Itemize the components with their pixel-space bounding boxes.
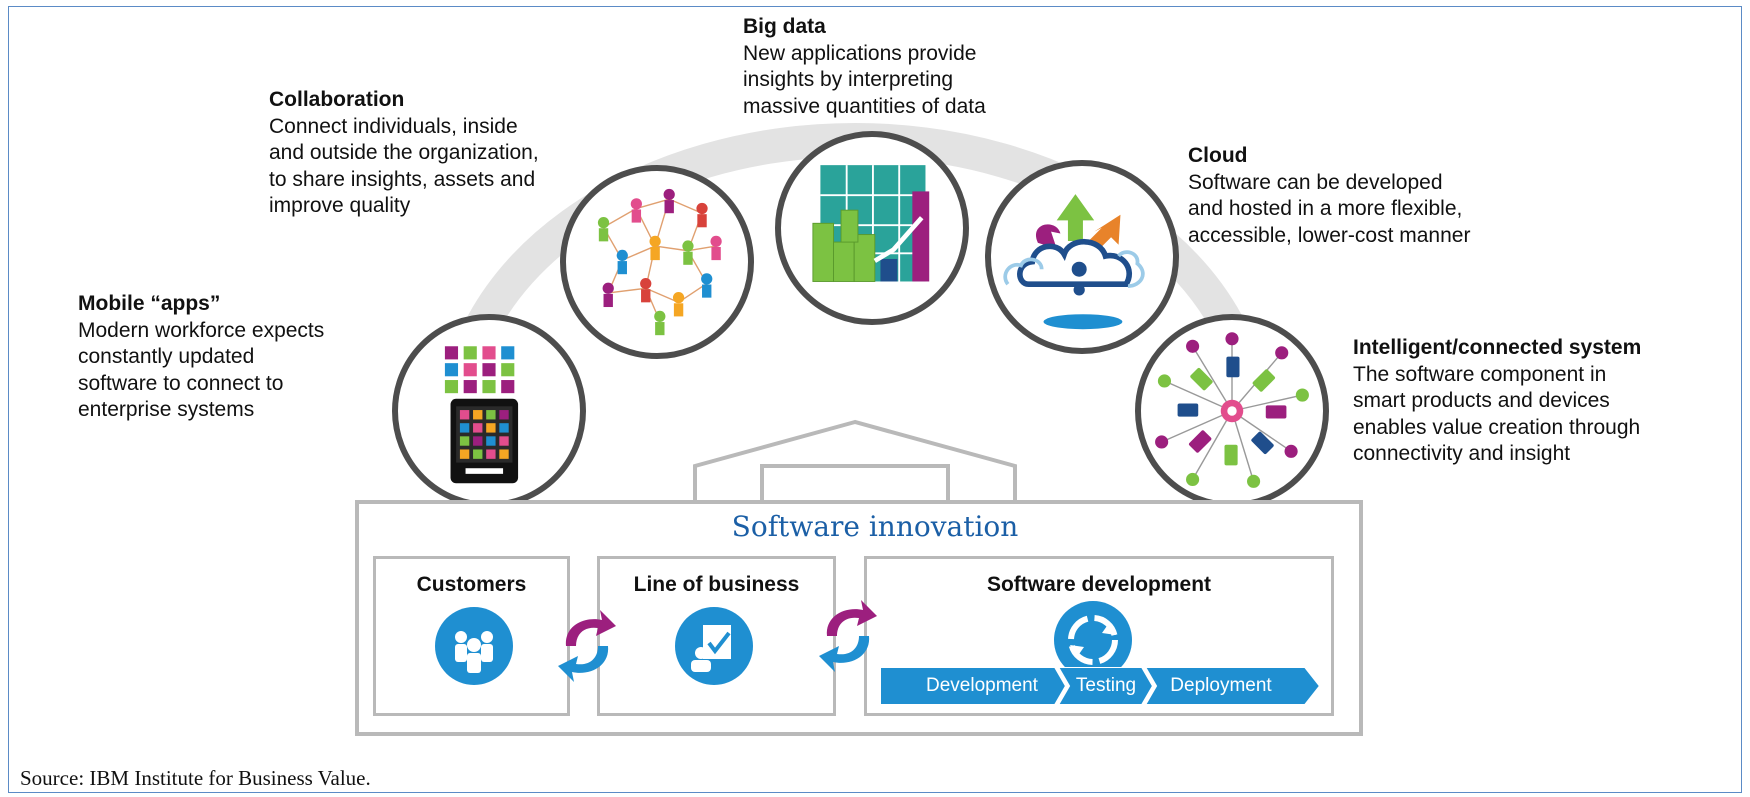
figure-frame	[8, 6, 1742, 793]
callout-title: Collaboration	[269, 88, 405, 111]
callout-collaboration: Collaboration Connect individuals, insid…	[269, 87, 539, 220]
panel-customers: Customers	[373, 556, 570, 716]
panel-line-of-business: Line of business	[597, 556, 836, 716]
cloud-icon	[1003, 194, 1145, 330]
connected-devices-icon	[1155, 332, 1309, 488]
callout-text: The software component in smart products…	[1353, 362, 1641, 466]
mobile-phone-icon	[444, 346, 519, 484]
up-arrow-outline	[693, 419, 1017, 505]
callout-text: Software can be developed and hosted in …	[1188, 170, 1471, 247]
cycle-icon	[1054, 601, 1132, 679]
callout-mobile: Mobile “apps” Modern workforce expects c…	[78, 291, 324, 424]
bar-chart-icon	[812, 165, 930, 282]
callout-text: Connect individuals, inside and outside …	[269, 114, 539, 218]
panel-title: Customers	[416, 573, 527, 596]
source-note: Source: IBM Institute for Business Value…	[20, 766, 371, 790]
stage-testing-label: Testing	[1075, 675, 1137, 696]
customers-icon	[435, 607, 513, 685]
stage-development-shape	[880, 667, 1068, 705]
stage-deployment-label: Deployment	[1170, 675, 1272, 696]
callout-bigdata: Big data New applications provide insigh…	[743, 14, 986, 120]
stage-deployment-shape	[1143, 667, 1320, 705]
callout-text: Modern workforce expects constantly upda…	[78, 318, 325, 422]
circle-cloud	[985, 160, 1179, 354]
callout-text: New applications provide insights by int…	[743, 41, 986, 118]
swap-arrows-icon	[558, 610, 616, 682]
callout-cloud: Cloud Software can be developed and host…	[1188, 143, 1470, 249]
callout-title: Intelligent/connected system	[1353, 336, 1642, 359]
pipeline	[880, 667, 1320, 705]
callout-title: Mobile “apps”	[78, 292, 221, 315]
callout-intelligent: Intelligent/connected system The softwar…	[1353, 335, 1641, 468]
swap-arrows-icon	[819, 600, 877, 672]
software-innovation-title: Software innovation	[731, 510, 1019, 543]
stage-development-label: Development	[926, 675, 1038, 696]
panel-title: Software development	[986, 573, 1212, 596]
stage-testing-shape	[1056, 667, 1155, 705]
people-network-icon	[597, 188, 722, 336]
panel-title: Line of business	[633, 573, 800, 596]
callout-title: Cloud	[1188, 144, 1248, 167]
circle-intelligent	[1135, 314, 1329, 508]
circle-collaboration	[560, 165, 754, 359]
callout-title: Big data	[743, 15, 826, 38]
circle-bigdata	[775, 131, 969, 325]
circle-mobile	[392, 314, 586, 508]
business-document-icon	[675, 607, 753, 685]
